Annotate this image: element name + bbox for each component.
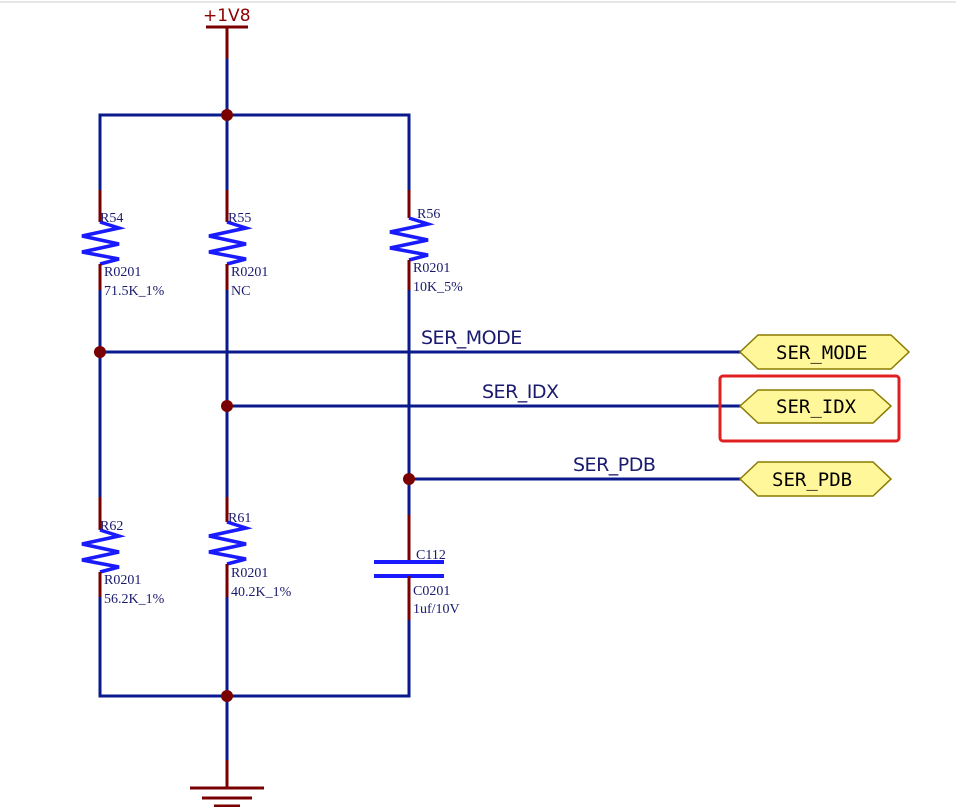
capacitor-c112[interactable]: C112 C0201 1uf/10V	[374, 515, 460, 620]
r54-ref: R54	[100, 211, 123, 226]
port-ser-mode-label: SER_MODE	[776, 342, 868, 364]
port-ser-idx-label: SER_IDX	[776, 396, 857, 418]
c112-footprint: C0201	[413, 584, 450, 599]
resistor-r54[interactable]: R54 R0201 71.5K_1%	[81, 190, 165, 299]
r54-footprint: R0201	[104, 265, 141, 280]
r61-value: 40.2K_1%	[231, 585, 292, 600]
r62-footprint: R0201	[104, 573, 141, 588]
net-label-ser-pdb: SER_PDB	[573, 454, 655, 476]
r54-value: 71.5K_1%	[104, 284, 165, 299]
power-symbol[interactable]: +1V8	[203, 6, 251, 60]
r55-footprint: R0201	[231, 265, 268, 280]
resistor-r61[interactable]: R61 R0201 40.2K_1%	[208, 497, 292, 600]
net-label-ser-mode: SER_MODE	[421, 327, 522, 349]
port-ser-idx[interactable]: SER_IDX	[738, 389, 893, 424]
c112-ref: C112	[416, 548, 446, 563]
power-label: +1V8	[203, 6, 251, 26]
r61-ref: R61	[228, 511, 251, 526]
port-ser-pdb-label: SER_PDB	[772, 469, 852, 491]
ground-symbol	[190, 760, 264, 807]
port-ser-mode[interactable]: SER_MODE	[738, 334, 911, 370]
r55-value: NC	[231, 284, 250, 299]
c112-value: 1uf/10V	[413, 602, 460, 617]
net-label-ser-idx: SER_IDX	[482, 381, 559, 403]
r61-footprint: R0201	[231, 566, 268, 581]
port-ser-pdb[interactable]: SER_PDB	[738, 461, 893, 497]
r62-value: 56.2K_1%	[104, 592, 165, 607]
resistor-r62[interactable]: R62 R0201 56.2K_1%	[81, 497, 165, 607]
resistor-r56[interactable]: R56 R0201 10K_5%	[389, 190, 463, 295]
r56-ref: R56	[417, 207, 440, 222]
wires	[98, 58, 742, 762]
highlight-box	[718, 374, 901, 443]
r56-footprint: R0201	[413, 261, 450, 276]
r56-value: 10K_5%	[413, 280, 463, 295]
r62-ref: R62	[100, 519, 123, 534]
resistor-r55[interactable]: R55 R0201 NC	[208, 190, 268, 299]
r55-ref: R55	[228, 211, 251, 226]
junctions	[94, 109, 415, 702]
